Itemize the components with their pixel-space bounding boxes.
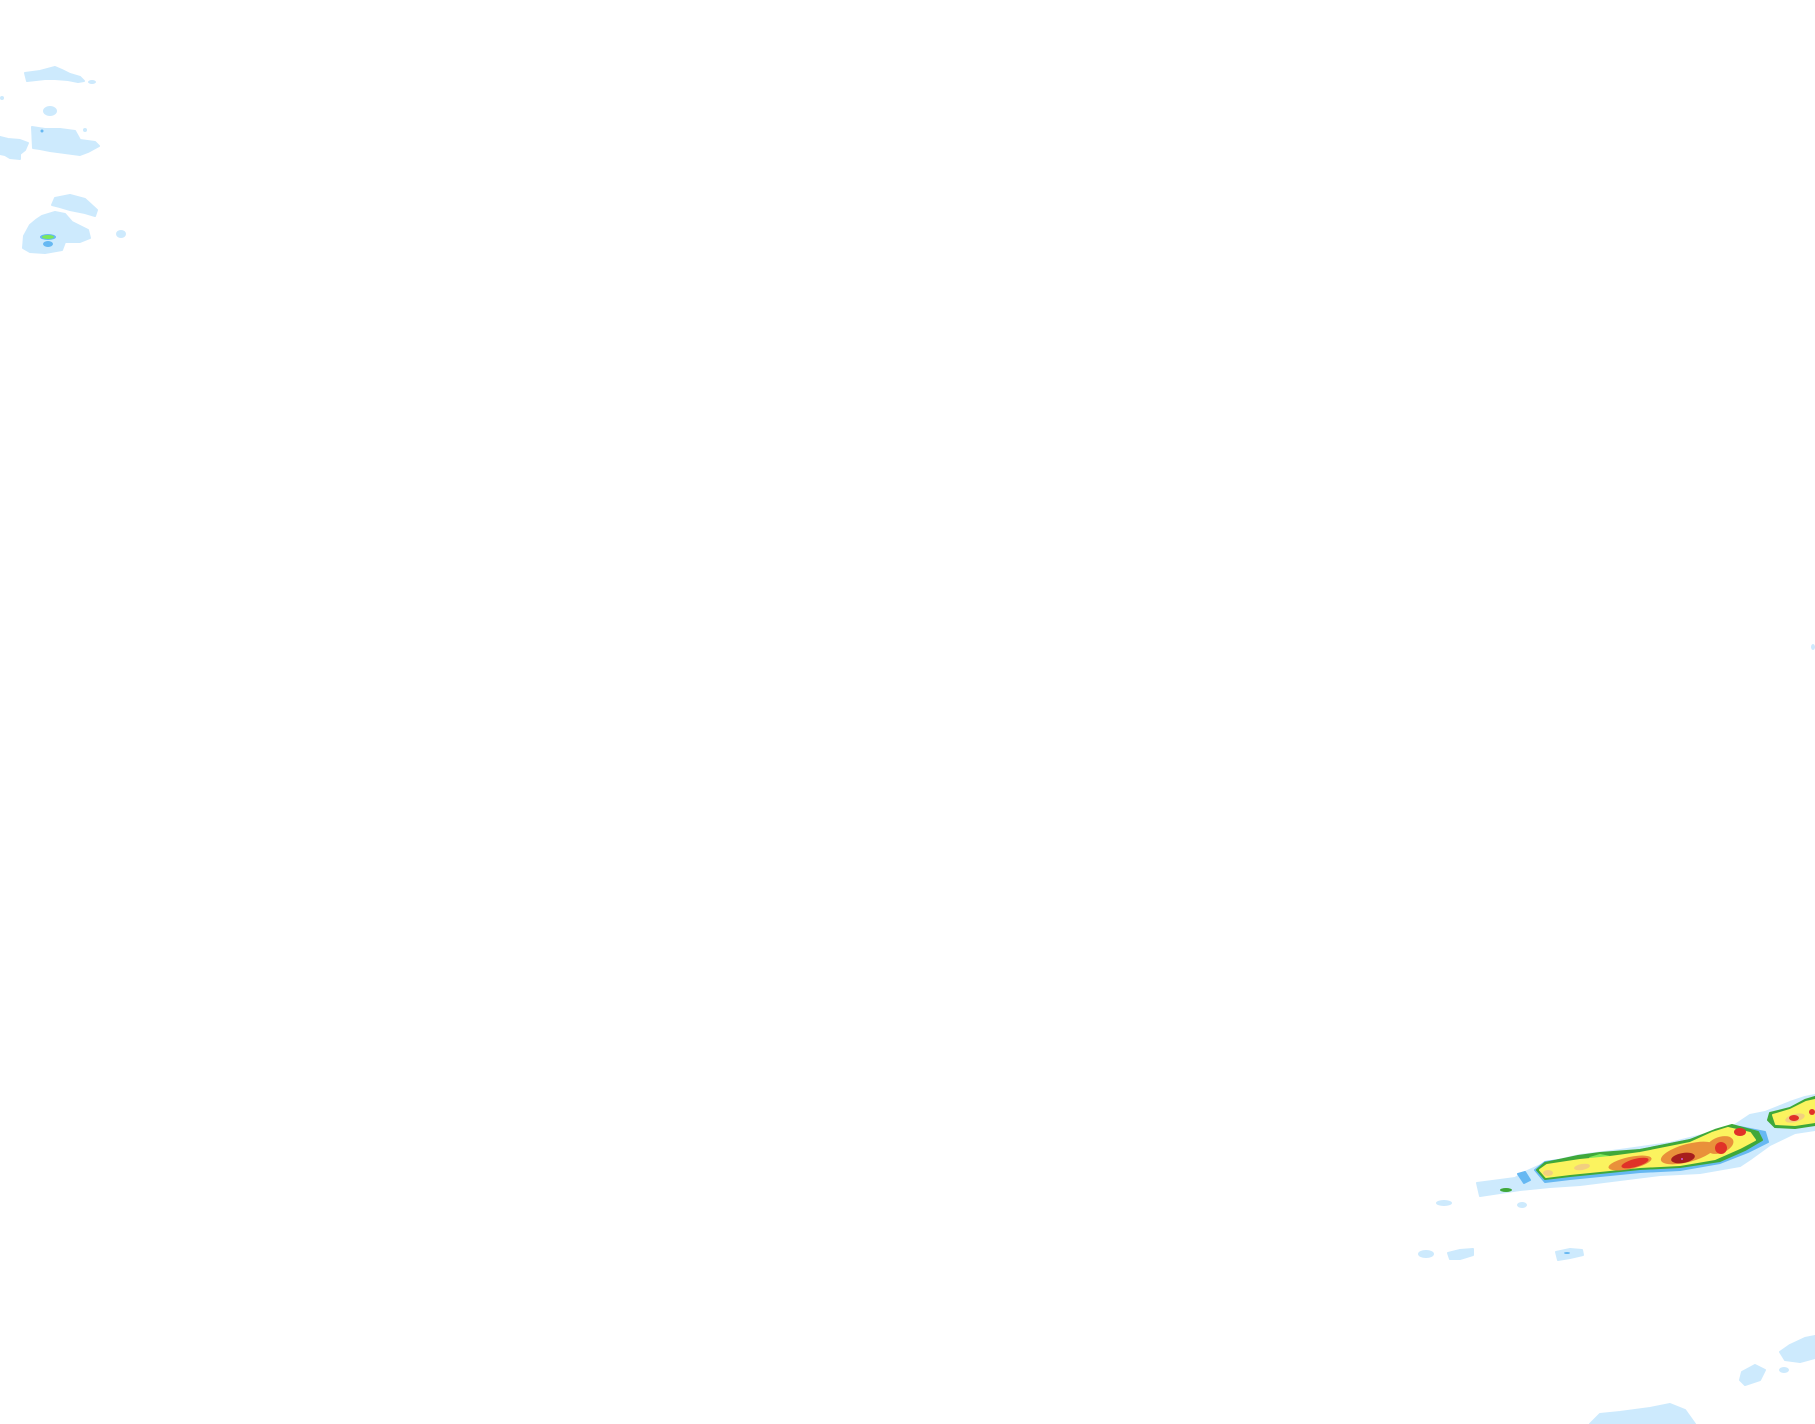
precip-intense: [1543, 1109, 1815, 1176]
echo-blob: [1517, 1202, 1527, 1208]
echo-cell: [1681, 1158, 1683, 1160]
precip-moderate: [42, 235, 1815, 1192]
echo-blob: [1447, 1248, 1474, 1260]
echo-cell: [1789, 1115, 1799, 1121]
precip-heavy: [1539, 1099, 1815, 1178]
echo-cell: [1500, 1188, 1512, 1192]
echo-blob: [1555, 1248, 1584, 1261]
echo-band-heavy: [1539, 1127, 1756, 1178]
echo-cell: [42, 235, 54, 239]
echo-blob: [0, 136, 29, 160]
echo-blob: [0, 96, 4, 100]
precip-light: [40, 129, 1769, 1254]
echo-blob: [88, 80, 96, 84]
echo-blob: [24, 66, 85, 83]
echo-cell: [1671, 1152, 1695, 1164]
echo-cell: [1517, 1171, 1531, 1184]
echo-cell: [1715, 1142, 1727, 1154]
echo-cell: [1809, 1109, 1815, 1115]
echo-blob: [51, 194, 98, 217]
echo-cell: [1543, 1170, 1553, 1176]
echo-band-heavy: [1772, 1099, 1815, 1126]
echo-blob: [1436, 1200, 1452, 1206]
echo-blob: [1779, 1335, 1815, 1363]
echo-blob: [1739, 1364, 1766, 1386]
echo-blob: [1589, 1403, 1696, 1424]
echo-cell: [1564, 1252, 1570, 1254]
echo-cell: [1621, 1157, 1649, 1169]
echo-blob: [1811, 644, 1815, 650]
echo-blob: [116, 230, 126, 238]
echo-blob: [22, 211, 91, 254]
echo-cell: [1734, 1128, 1746, 1136]
echo-blob: [31, 126, 100, 156]
echo-cell: [43, 241, 53, 247]
echo-blob: [1418, 1250, 1434, 1258]
echo-cell: [1574, 1163, 1590, 1171]
echo-blob: [1779, 1367, 1789, 1373]
echo-blob: [43, 106, 57, 116]
echo-blob: [83, 128, 87, 132]
precip-very-light: [0, 66, 1815, 1424]
echo-cell: [40, 129, 44, 133]
